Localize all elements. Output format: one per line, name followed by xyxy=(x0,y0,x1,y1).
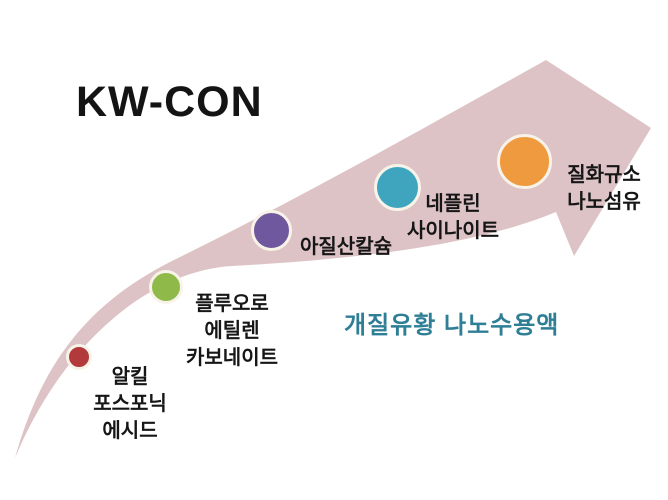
stage-dot-1 xyxy=(66,344,92,370)
annotation-text: 개질유황 나노수용액 xyxy=(344,312,560,339)
stage-label-5: 질화규소 나노섬유 xyxy=(567,162,641,216)
stage-label-line: 질화규소 xyxy=(567,164,641,186)
stage-label-line: 에틸렌 xyxy=(204,320,260,342)
stage-label-line: 네플린 xyxy=(425,193,481,215)
stage-label-line: 에시드 xyxy=(102,420,158,442)
stage-label-line: 플루오로 xyxy=(195,293,269,315)
stage-label-2: 플루오로 에틸렌 카보네이트 xyxy=(186,291,278,372)
stage-label-4: 네플린 사이나이트 xyxy=(407,191,499,245)
stage-label-line: 알킬 xyxy=(111,366,149,388)
stage-label-line: 아질산칼슘 xyxy=(300,236,392,258)
stage-dot-4 xyxy=(374,164,421,211)
stage-label-line: 사이나이트 xyxy=(407,220,499,242)
stage-label-line: 나노섬유 xyxy=(567,191,641,213)
page-title: KW-CON xyxy=(76,78,263,126)
stage-dot-3 xyxy=(251,210,292,251)
stage-label-3: 아질산칼슘 xyxy=(300,234,392,261)
stage-label-1: 알킬 포스포닉 에시드 xyxy=(93,364,167,445)
arrow-swoosh-shape xyxy=(15,60,651,458)
stage-label-line: 카보네이트 xyxy=(186,347,278,369)
stage-dot-2 xyxy=(149,270,183,304)
stage-label-line: 포스포닉 xyxy=(93,393,167,415)
stage-dot-5 xyxy=(497,134,552,189)
